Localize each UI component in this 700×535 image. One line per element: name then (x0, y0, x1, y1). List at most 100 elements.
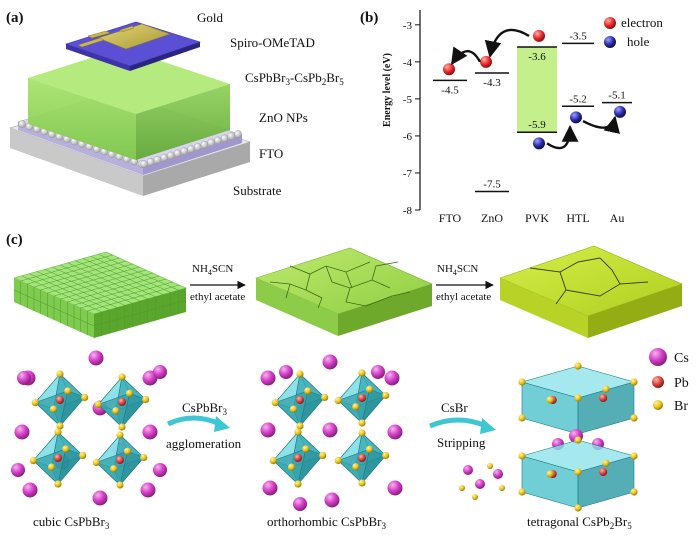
energy-level-label: -4.3 (483, 77, 501, 89)
br-atom (352, 463, 360, 471)
br-atom (123, 447, 132, 455)
br-atom (518, 378, 526, 386)
pb-atom (294, 454, 302, 462)
pbbr6-octahedron-face (361, 448, 387, 484)
y-tick-label: -5 (403, 94, 413, 106)
pbbr6-octahedron-face (121, 392, 147, 428)
br-atom (602, 459, 610, 467)
br-atom (64, 387, 72, 395)
pbbr6-octahedron-face (59, 390, 86, 427)
br-atom (118, 373, 126, 381)
br-atom (56, 422, 64, 430)
pb-legend-label: Pb (674, 376, 689, 391)
br-atom (140, 453, 148, 462)
tetragonal-caption: tetragonal CsPb2Br5 (527, 514, 632, 531)
zno-nanoparticle (220, 134, 229, 143)
hole-marker (533, 137, 545, 150)
cs-atom (142, 424, 158, 440)
br-atom (271, 399, 279, 407)
br-atom (54, 480, 62, 488)
transfer-arrow (582, 115, 621, 134)
x-category-label: PVK (525, 211, 549, 225)
y-axis-label: Energy level (eV) (382, 53, 393, 127)
zno-nanoparticle (173, 149, 182, 158)
br-atom (630, 378, 638, 386)
br-atom (116, 481, 124, 489)
gold-label: Gold (197, 10, 224, 25)
br-atom (112, 407, 120, 415)
y-tick-label: -4 (403, 57, 413, 69)
cs-atom (153, 463, 167, 477)
zno-nanoparticle (234, 130, 242, 138)
br-atom (94, 400, 102, 409)
br-atom (118, 423, 126, 431)
cs-atom (11, 463, 25, 477)
br-atom (62, 445, 70, 453)
br-atom (289, 405, 298, 413)
cs-atom (153, 365, 167, 379)
br-atom (574, 436, 582, 444)
br-atom (334, 396, 342, 405)
y-tick-label: -3 (403, 20, 413, 32)
pb-atom (296, 396, 304, 404)
cs-atom (293, 497, 307, 511)
br-legend-marker (653, 400, 663, 410)
x-category-label: FTO (439, 211, 462, 225)
zno-nanoparticle (18, 120, 26, 128)
br-atom (29, 457, 37, 465)
br-atom (296, 422, 304, 430)
br-atom (546, 396, 554, 404)
stripping-top-label: CsBr (441, 400, 468, 415)
hole-marker (614, 105, 626, 118)
zno-nanoparticle (153, 155, 162, 164)
cs-atom (260, 370, 276, 386)
released-csbr-atoms (459, 463, 505, 500)
br-atom (358, 429, 366, 437)
br-atom (518, 414, 526, 422)
atom-legend: Cs Pb Br (649, 348, 689, 414)
br-atom (56, 370, 64, 378)
cs-atom (322, 354, 338, 370)
cs-legend-label: Cs (674, 351, 689, 366)
pbbr6-octahedron-face (119, 450, 145, 486)
br-atom (287, 463, 296, 471)
br-atom (79, 451, 87, 459)
pbbr6-octahedron-face (57, 448, 84, 485)
br-legend-label: Br (674, 399, 688, 414)
pb-atom (116, 456, 124, 464)
hole-legend-marker (604, 36, 616, 48)
br-atom (269, 457, 277, 465)
cs-atom (22, 482, 38, 498)
electron-legend-label: electron (621, 15, 663, 30)
cs-atom (387, 480, 403, 496)
br-atom (334, 456, 342, 465)
br-atom (304, 387, 312, 395)
cs-atom (322, 422, 338, 438)
fto-label: FTO (259, 146, 283, 161)
zno-nanoparticle (160, 153, 168, 162)
br-atom (630, 488, 638, 496)
br-atom (382, 391, 390, 400)
cubic-caption: cubic CsPbBr3 (33, 514, 110, 531)
energy-level-label: -4.5 (441, 84, 459, 96)
y-tick-label: -7 (403, 168, 413, 180)
cs-atom (260, 422, 276, 438)
br-atom (574, 362, 582, 370)
zno-nanoparticle (140, 160, 148, 168)
pb-atom (54, 454, 62, 462)
pb-atom (358, 394, 366, 402)
cs-legend-marker (649, 348, 667, 366)
orthorhombic-cspbbr3-structure (260, 354, 403, 511)
x-category-label: Au (610, 211, 625, 225)
energy-level-label: -5.2 (569, 93, 586, 105)
hole-marker (570, 111, 582, 124)
y-tick-label: -6 (403, 131, 413, 143)
br-atom (110, 465, 118, 473)
br-atom (518, 488, 526, 496)
tetragonal-cspb2br5-structure (518, 362, 638, 512)
cs-atom (88, 350, 104, 366)
pb-atom (599, 394, 608, 402)
energy-level-label: -5.9 (528, 119, 546, 131)
br-atom (296, 370, 304, 378)
